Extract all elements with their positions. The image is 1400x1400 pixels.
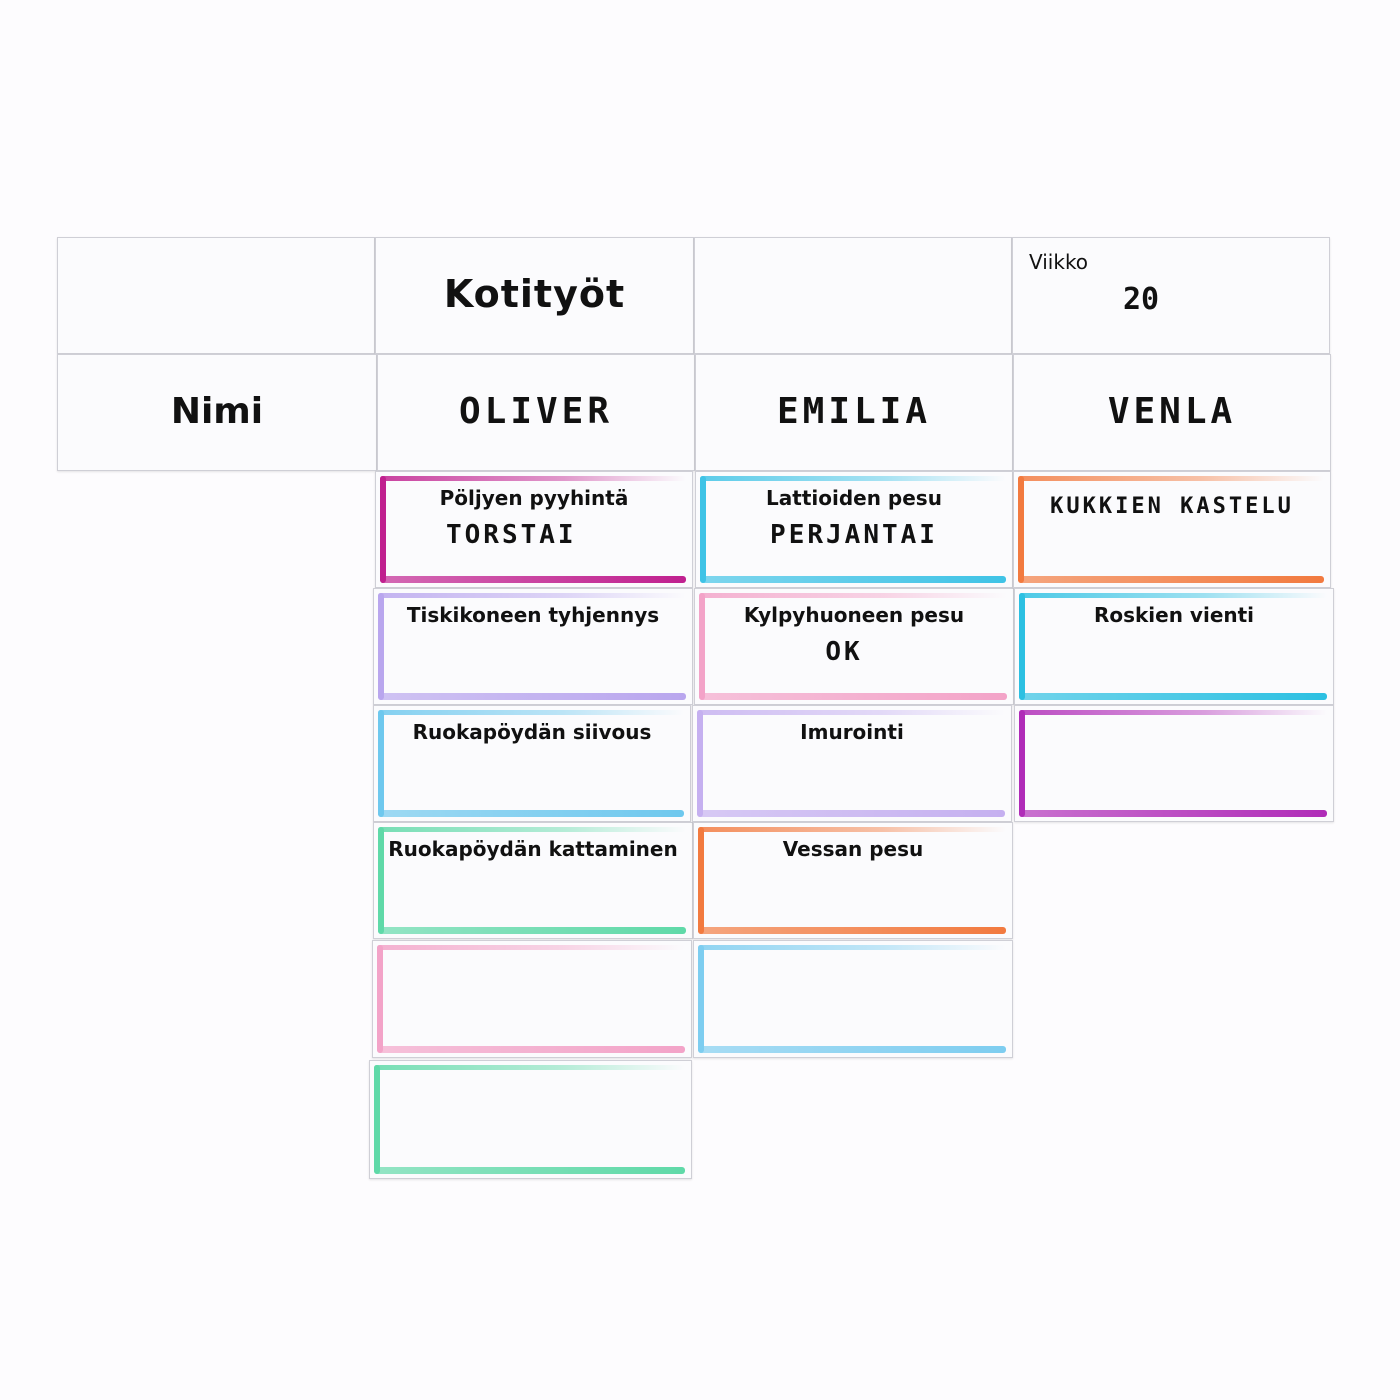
chore-card[interactable]: Pöljyen pyyhintä TORSTAI [375,471,693,588]
chore-frame [374,1065,685,1174]
chore-frame [1019,710,1327,817]
chore-card[interactable]: Roskien vienti [1014,588,1334,705]
chore-label: KUKKIEN KASTELU [1050,494,1294,519]
blank-header-card [57,237,375,354]
chore-card[interactable]: Lattioiden pesu PERJANTAI [695,471,1013,588]
name-label-card: Nimi [57,354,377,471]
page-title: Kotityöt [443,272,626,316]
week-value: 20 [1123,282,1160,317]
person-name: EMILIA [776,391,932,432]
chore-note: TORSTAI [446,520,577,550]
chore-label: Ruokapöydän kattaminen [388,837,678,861]
chore-card[interactable]: KUKKIEN KASTELU [1013,471,1331,588]
person-name: VENLA [1107,391,1237,432]
chore-label: Tiskikoneen tyhjennys [406,603,660,627]
name-label: Nimi [170,391,264,432]
chore-label: Pöljyen pyyhintä [439,486,629,510]
week-label: Viikko [1029,250,1089,274]
chore-card-empty[interactable] [372,940,692,1058]
chore-label: Ruokapöydän siivous [412,720,652,744]
chore-note: PERJANTAI [770,520,938,550]
chore-frame [377,945,685,1053]
chore-card[interactable]: Ruokapöydän siivous [373,705,691,822]
title-card: Kotityöt [375,237,694,354]
blank-header-card-2 [694,237,1012,354]
chore-label: Vessan pesu [782,837,924,861]
chore-label: Kylpyhuoneen pesu [743,603,965,627]
chore-label: Lattioiden pesu [766,486,942,510]
chore-frame [698,945,1006,1053]
chore-label: Imurointi [800,720,904,744]
chore-card[interactable]: Tiskikoneen tyhjennys [373,588,693,705]
chore-card[interactable]: Kylpyhuoneen pesu OK [694,588,1014,705]
chore-note: OK [825,637,863,667]
person-card-oliver: OLIVER [377,354,695,471]
chore-card-empty[interactable] [693,940,1013,1058]
person-name: OLIVER [458,391,614,432]
chore-frame [1018,476,1324,583]
week-card: Viikko 20 [1012,237,1330,354]
chore-card[interactable]: Vessan pesu [693,822,1013,939]
chore-label: Roskien vienti [1093,603,1255,627]
chore-card[interactable]: Imurointi [692,705,1012,822]
chore-card-empty[interactable] [1014,705,1334,822]
chore-card-empty[interactable] [369,1060,692,1179]
person-card-venla: VENLA [1013,354,1331,471]
chore-card[interactable]: Ruokapöydän kattaminen [373,822,693,939]
person-card-emilia: EMILIA [695,354,1013,471]
